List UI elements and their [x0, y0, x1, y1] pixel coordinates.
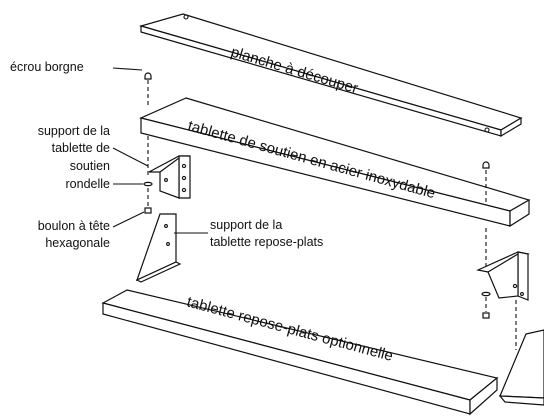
left-plate-shelf-support: [135, 213, 182, 283]
plate-shelf-support-label-line2: tablette repose-plats: [210, 235, 323, 249]
washer-icon: [143, 181, 153, 187]
washer-label: rondelle: [66, 177, 111, 191]
right-plate-shelf-support: [498, 329, 544, 406]
shelf-support-label-line2: tablette de: [52, 141, 110, 155]
plate-shelf-support-label-line1: support de la: [210, 218, 282, 232]
right-hardware: [481, 161, 517, 350]
cap-nut-label: écrou borgne: [10, 60, 84, 74]
board-hole: [183, 14, 189, 20]
cutting-board: planche à découper: [138, 13, 523, 138]
cap-nut-icon: [144, 72, 152, 80]
board-hole: [484, 127, 490, 133]
leader-lines: [112, 67, 208, 234]
left-shelf-support-bracket: [148, 155, 191, 199]
hex-bolt-label-line1: boulon à tête: [38, 219, 110, 233]
left-hardware: [143, 72, 153, 214]
shelf-support-label-line1: support de la: [38, 124, 110, 138]
hex-bolt-label-line2: hexagonale: [45, 236, 110, 250]
optional-plate-shelf: tablette repose-plats optionnelle: [101, 289, 499, 416]
support-shelf-label: tablette de soutien en acier inoxydable: [186, 117, 437, 202]
right-shelf-support-bracket: [476, 251, 530, 301]
hex-bolt-icon: [144, 207, 152, 214]
shelf-support-label-line3: soutien: [70, 159, 110, 173]
